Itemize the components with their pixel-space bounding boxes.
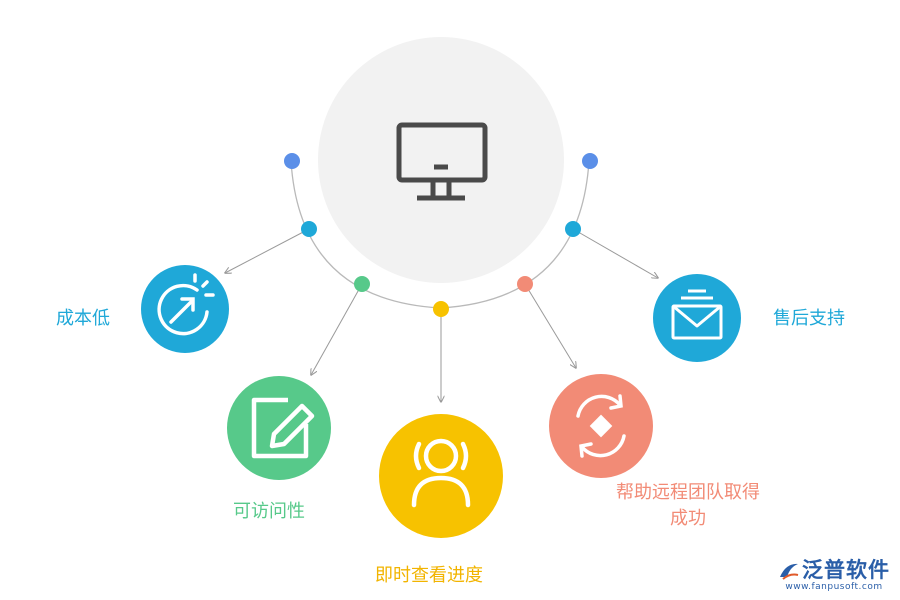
label-support: 售后支持 <box>773 308 845 329</box>
arrow-to-support <box>572 228 658 278</box>
edit-icon <box>251 397 315 459</box>
label-team-line1: 帮助远程团队取得 <box>616 482 760 503</box>
label-access: 可访问性 <box>233 501 305 522</box>
arc-dot-cost <box>301 221 317 237</box>
brand-name: 泛普软件 <box>802 558 890 582</box>
monitor-icon <box>396 122 488 201</box>
center-circle <box>318 37 564 283</box>
brand-url: www.fanpusoft.com <box>785 582 883 592</box>
arrow-to-team <box>524 283 576 368</box>
brand-mark-icon <box>780 563 799 580</box>
label-cost: 成本低 <box>56 308 110 329</box>
arrow-to-access <box>311 283 363 375</box>
arrow-to-cost <box>225 228 310 273</box>
growth-gauge-icon <box>157 273 215 336</box>
label-team: 帮助远程团队取得 成功 <box>604 480 772 532</box>
label-progress: 即时查看进度 <box>375 565 483 586</box>
arc-dot-progress <box>433 301 449 317</box>
support-circle <box>653 274 741 362</box>
sync-icon <box>576 394 626 458</box>
arc-dot-team <box>517 276 533 292</box>
brand-logo: 泛普软件 www.fanpusoft.com <box>778 554 890 592</box>
label-team-line2: 成功 <box>670 508 706 529</box>
arc-dot-top-left <box>284 153 300 169</box>
arc-dot-access <box>354 276 370 292</box>
user-icon <box>411 438 471 508</box>
arc-dot-support <box>565 221 581 237</box>
arc-dot-top-right <box>582 153 598 169</box>
mail-icon <box>671 289 723 340</box>
